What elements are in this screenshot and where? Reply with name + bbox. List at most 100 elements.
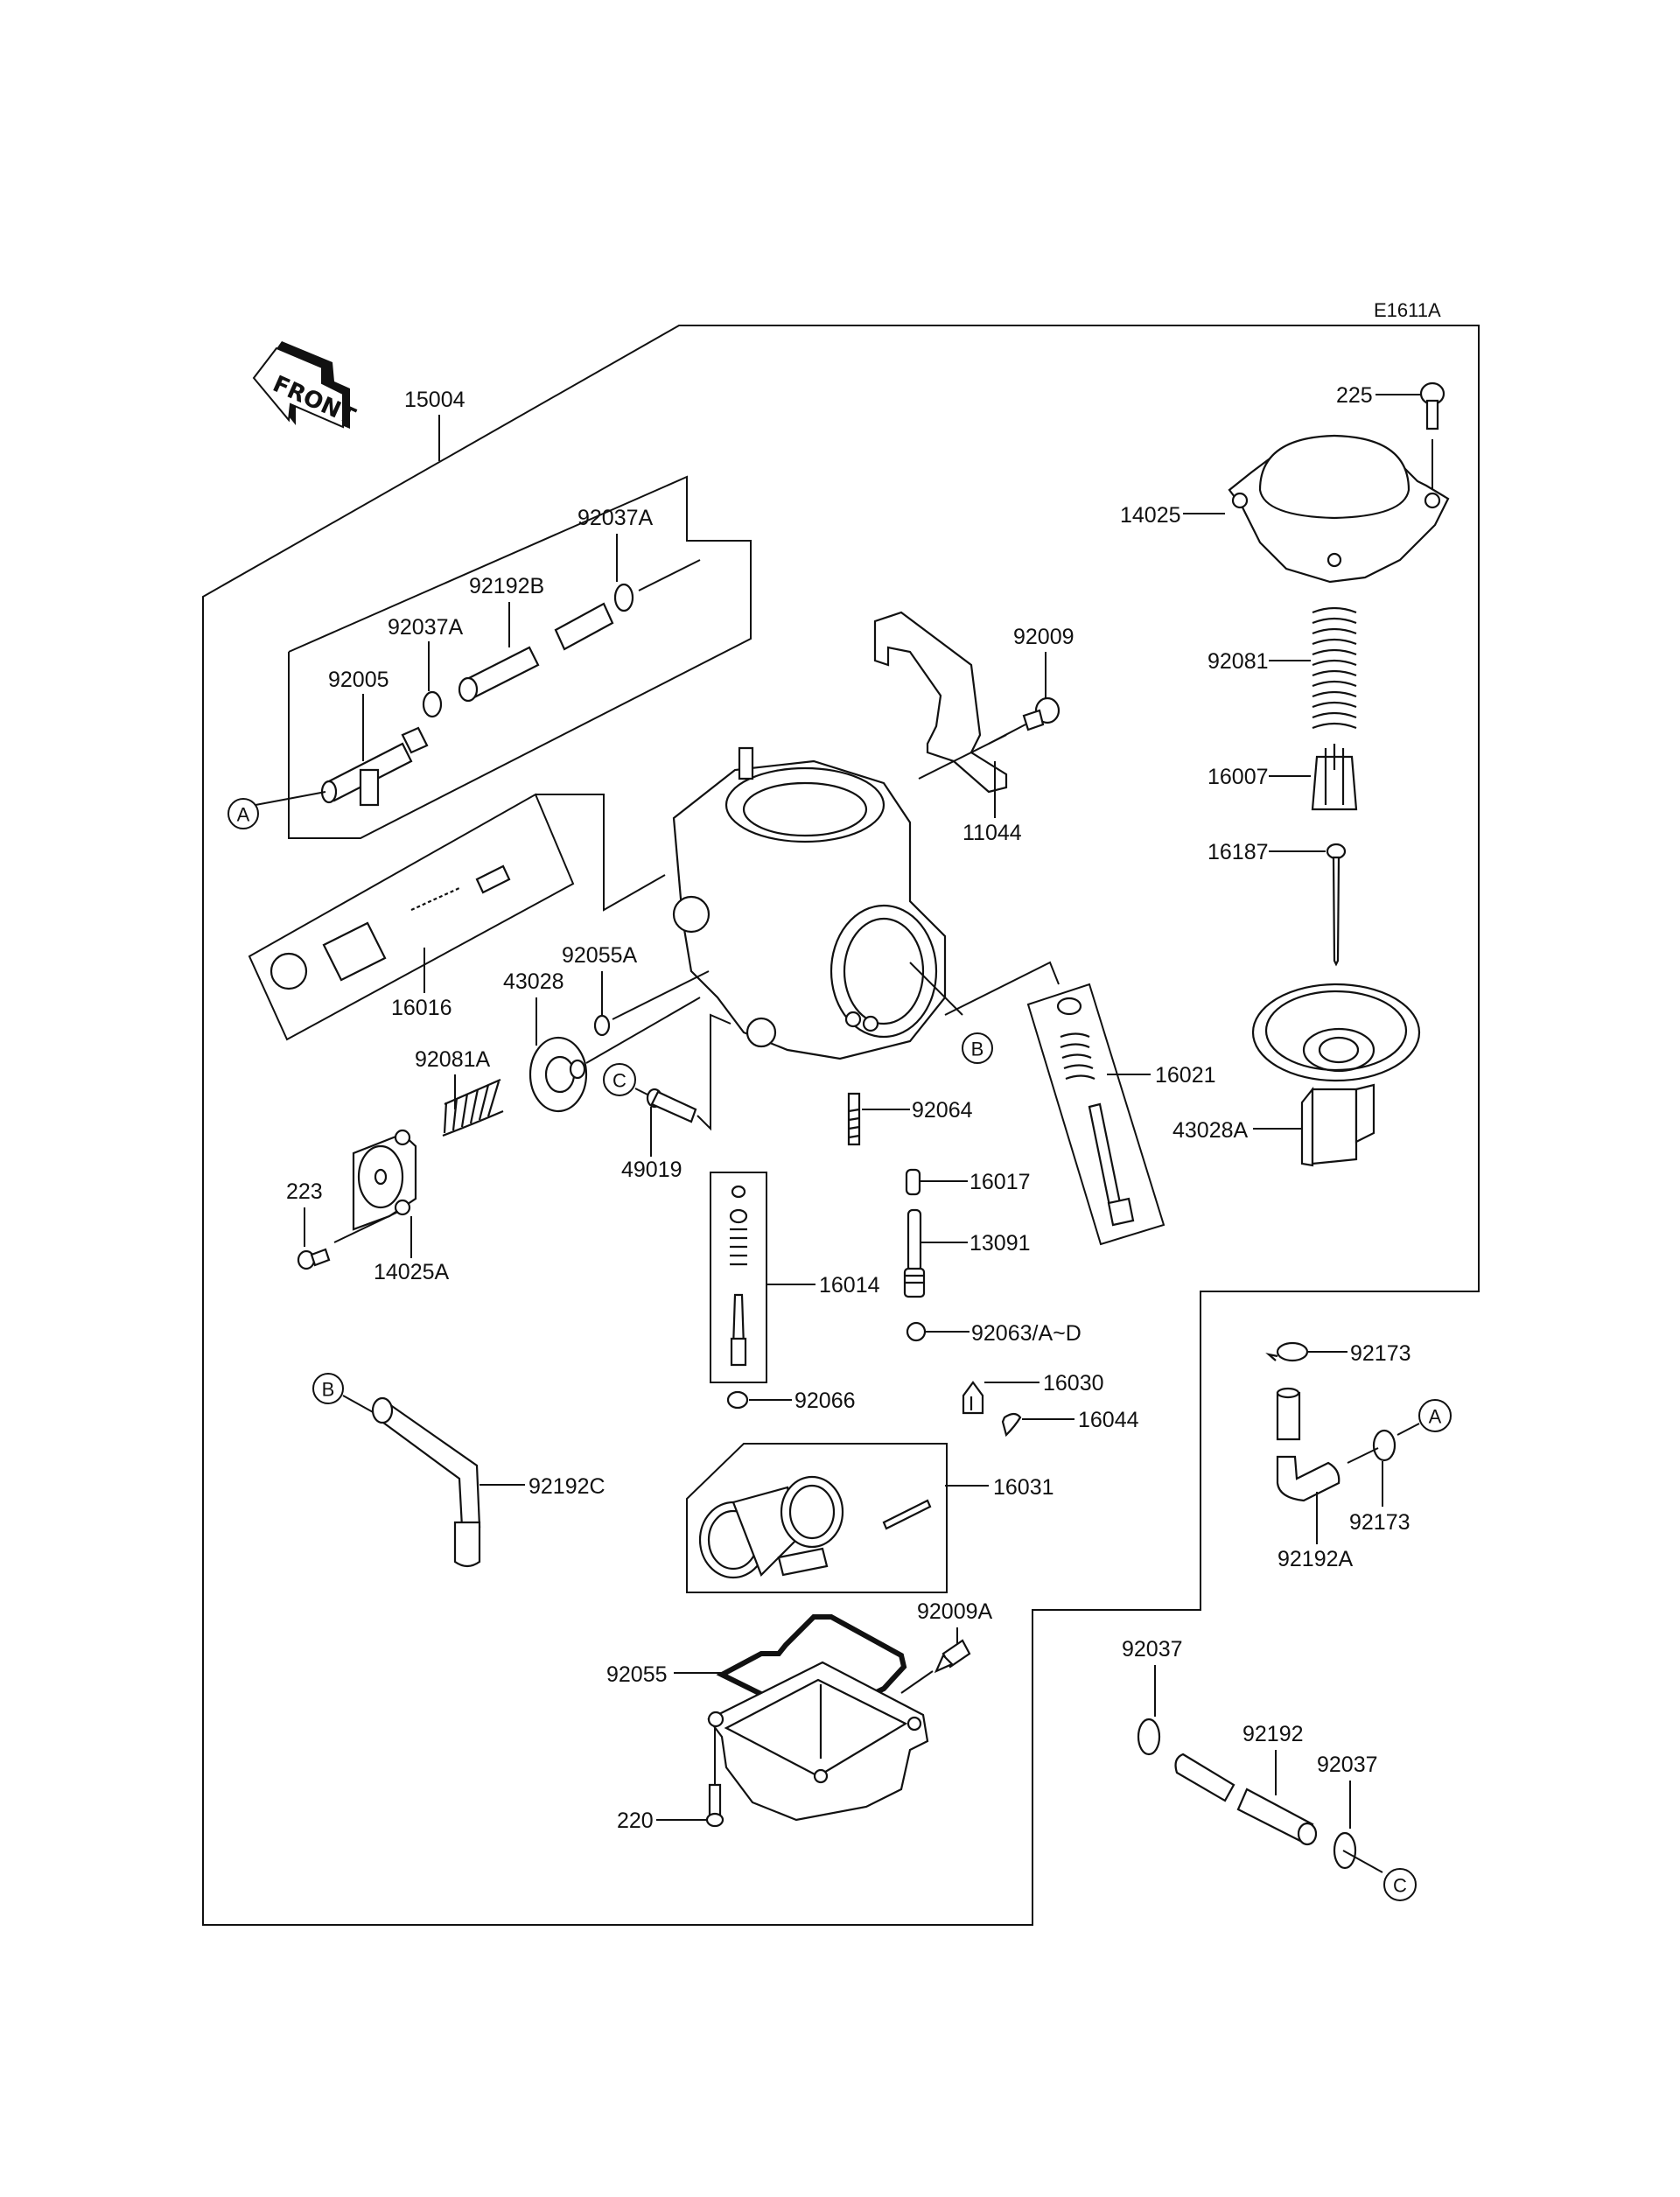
part-label-15004[interactable]: 15004 bbox=[404, 388, 466, 412]
t-fitting-92005-icon bbox=[320, 726, 429, 807]
reference-marker-b-2: B bbox=[312, 1373, 344, 1404]
screw-223-icon bbox=[297, 1248, 331, 1270]
needle-jet-13091-icon bbox=[903, 1208, 926, 1298]
reference-marker-c-2: C bbox=[1383, 1868, 1417, 1901]
o-ring-92055a-icon bbox=[593, 1014, 611, 1037]
part-label-92037a-top[interactable]: 92037A bbox=[578, 506, 654, 530]
part-label-16030[interactable]: 16030 bbox=[1043, 1371, 1104, 1396]
part-label-92005[interactable]: 92005 bbox=[328, 668, 389, 692]
svg-text:B: B bbox=[971, 1039, 984, 1060]
hose-92192b-icon bbox=[458, 602, 614, 703]
subgroup-link-16016 bbox=[536, 794, 666, 912]
float-16031-icon bbox=[698, 1475, 932, 1579]
reference-marker-b: B bbox=[962, 1032, 993, 1064]
svg-text:C: C bbox=[1393, 1875, 1407, 1897]
part-label-92192b[interactable]: 92192B bbox=[469, 574, 544, 598]
assembly-boundary bbox=[202, 325, 1480, 1926]
part-label-92192[interactable]: 92192 bbox=[1242, 1722, 1304, 1746]
screw-220-icon bbox=[705, 1783, 724, 1828]
svg-text:B: B bbox=[322, 1379, 335, 1401]
subgroup-outline-16016 bbox=[248, 793, 575, 1041]
screw-92009-icon bbox=[1022, 696, 1060, 731]
diaphragm-43028a-icon bbox=[1251, 983, 1421, 1167]
part-label-16187[interactable]: 16187 bbox=[1208, 840, 1269, 864]
part-label-92063[interactable]: 92063/A~D bbox=[971, 1321, 1082, 1346]
part-label-223[interactable]: 223 bbox=[286, 1179, 323, 1204]
hose-clamp-icon bbox=[422, 690, 443, 718]
part-label-225[interactable]: 225 bbox=[1336, 383, 1373, 408]
reference-marker-a: A bbox=[228, 798, 259, 829]
part-label-92037-right[interactable]: 92037 bbox=[1317, 1753, 1378, 1777]
part-label-92064[interactable]: 92064 bbox=[912, 1098, 973, 1123]
part-label-16016[interactable]: 16016 bbox=[391, 996, 452, 1020]
part-label-92009a[interactable]: 92009A bbox=[917, 1599, 993, 1624]
pilot-screw-16014-icon bbox=[729, 1185, 748, 1367]
jet-needle-16187-icon bbox=[1326, 843, 1347, 967]
svg-text:A: A bbox=[237, 804, 250, 826]
clip-16044-icon bbox=[1001, 1412, 1022, 1438]
svg-text:A: A bbox=[1429, 1406, 1442, 1428]
diagram-code: E1611A bbox=[1374, 299, 1441, 321]
needle-jet-16021-icon bbox=[1056, 997, 1135, 1227]
hose-clamp-92037-icon bbox=[1137, 1718, 1161, 1756]
part-label-92037-left[interactable]: 92037 bbox=[1122, 1637, 1183, 1662]
float-bowl-icon bbox=[707, 1661, 929, 1822]
part-label-14025[interactable]: 14025 bbox=[1120, 503, 1181, 528]
hose-clamp-92173-icon bbox=[1265, 1341, 1309, 1362]
part-label-92066[interactable]: 92066 bbox=[794, 1389, 856, 1413]
subgroup-outline-16021 bbox=[1026, 983, 1166, 1246]
part-label-92173-top[interactable]: 92173 bbox=[1350, 1341, 1411, 1366]
pilot-screw-16016-icon bbox=[270, 864, 511, 990]
svg-text:C: C bbox=[612, 1070, 626, 1092]
pilot-jet-16017-icon bbox=[905, 1168, 921, 1196]
main-jet-92063-icon bbox=[906, 1321, 927, 1342]
part-label-92192a[interactable]: 92192A bbox=[1278, 1547, 1354, 1571]
top-cover-14025-icon bbox=[1228, 434, 1450, 584]
throttle-bracket-11044-icon bbox=[873, 611, 1008, 794]
screw-225-icon bbox=[1419, 381, 1446, 430]
hose-92192a-icon bbox=[1276, 1387, 1340, 1502]
plug-92066-icon bbox=[726, 1390, 749, 1410]
needle-holder-16007-icon bbox=[1311, 744, 1358, 811]
subgroup-outline-92005 bbox=[288, 475, 752, 839]
carburetor-body-icon bbox=[672, 746, 947, 1060]
part-label-49019[interactable]: 49019 bbox=[621, 1158, 682, 1182]
pump-diaphragm-43028-icon bbox=[528, 1036, 588, 1113]
part-label-92037a-mid[interactable]: 92037A bbox=[388, 615, 464, 640]
part-label-92009[interactable]: 92009 bbox=[1013, 625, 1074, 649]
screw-92064-icon bbox=[847, 1092, 861, 1146]
part-label-92055a[interactable]: 92055A bbox=[562, 943, 638, 968]
part-label-92081[interactable]: 92081 bbox=[1208, 649, 1269, 674]
float-valve-16030-icon bbox=[962, 1381, 984, 1415]
hose-clamp-icon bbox=[613, 583, 634, 612]
part-label-92173-bot[interactable]: 92173 bbox=[1349, 1510, 1410, 1535]
part-label-92081a[interactable]: 92081A bbox=[415, 1047, 491, 1072]
part-label-16044[interactable]: 16044 bbox=[1078, 1408, 1139, 1432]
subgroup-outline-16014 bbox=[710, 1172, 767, 1383]
part-label-11044[interactable]: 11044 bbox=[962, 821, 1022, 845]
spring-92081a-icon bbox=[442, 1078, 504, 1137]
drain-screw-92009a-icon bbox=[934, 1639, 971, 1674]
part-label-14025a[interactable]: 14025A bbox=[374, 1260, 450, 1284]
spring-92081-icon bbox=[1312, 606, 1357, 730]
part-label-16031[interactable]: 16031 bbox=[993, 1475, 1054, 1500]
hose-92192c-icon bbox=[371, 1396, 481, 1568]
part-label-92192c[interactable]: 92192C bbox=[528, 1474, 606, 1499]
part-label-220[interactable]: 220 bbox=[617, 1809, 654, 1833]
hose-clamp-92173-icon bbox=[1372, 1429, 1396, 1462]
reference-marker-a-2: A bbox=[1418, 1399, 1452, 1432]
part-label-16017[interactable]: 16017 bbox=[970, 1170, 1031, 1194]
part-label-43028a[interactable]: 43028A bbox=[1172, 1118, 1249, 1143]
front-arrow-icon: FRONT bbox=[252, 341, 359, 430]
part-label-16021[interactable]: 16021 bbox=[1155, 1063, 1216, 1088]
hose-92192-icon bbox=[1174, 1753, 1318, 1846]
part-label-13091[interactable]: 13091 bbox=[970, 1231, 1031, 1256]
reference-marker-c: C bbox=[603, 1063, 636, 1096]
part-label-92055[interactable]: 92055 bbox=[606, 1662, 668, 1687]
part-label-16014[interactable]: 16014 bbox=[819, 1273, 880, 1298]
pump-cover-14025a-icon bbox=[352, 1129, 417, 1231]
part-label-16007[interactable]: 16007 bbox=[1208, 765, 1269, 789]
subgroup-outline-16031 bbox=[686, 1443, 948, 1593]
part-label-43028[interactable]: 43028 bbox=[503, 969, 564, 994]
